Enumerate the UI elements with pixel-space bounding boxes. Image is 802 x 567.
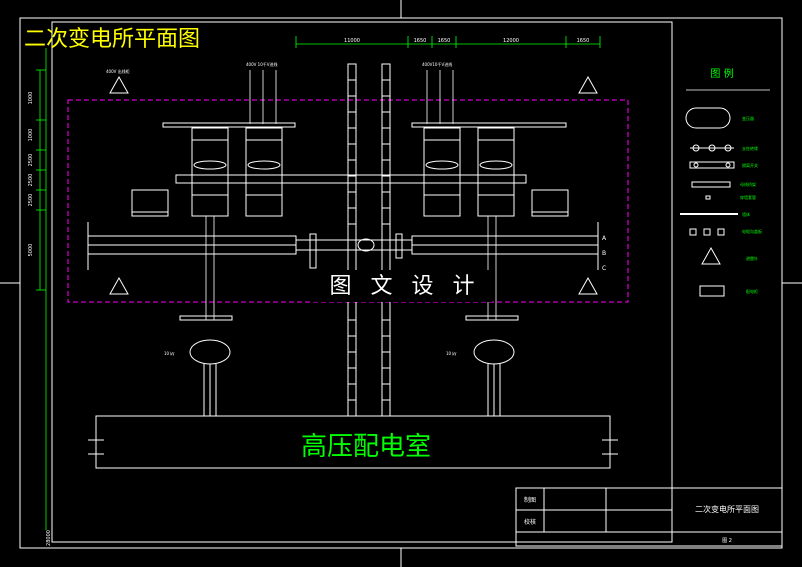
top-dim-1: 11000 [344,38,360,44]
watermark-backdrop [312,270,492,302]
title-block-sheet: 图 2 [722,538,732,544]
top-dim-2: 1650 [414,38,427,44]
line-label-3: 400V10千V进线 [422,61,452,67]
title-block [515,487,783,547]
left-dimension-chain [36,48,47,530]
rectangle-icon [699,285,725,297]
line-label-2: 400V 10千V进线 [246,61,277,67]
hv-room-label: 高压配电室 [301,432,431,462]
busbar-phase-c: C [602,265,606,272]
top-dim-3: 1650 [438,38,451,44]
squares-icon [689,228,725,236]
legend-label-5: 穿墙套管 [740,194,756,200]
busbar-icon [691,181,731,188]
legend-label-6: 墙体 [742,211,750,217]
left-dim-5: 2500 [28,194,34,207]
triangle-icon [701,246,721,265]
transformer-feeders [205,216,497,320]
line-label-1: 400V 出线柜 [106,68,130,74]
title-block-drawing-name: 二次变电所平面图 [695,504,759,514]
left-dim-4: 2500 [28,174,34,187]
triangle-icon [578,276,598,295]
left-dimension-labels: 1000 1000 2500 2500 2500 5000 28000 [28,92,52,546]
transformer-label-right: 10 ㎸ [446,351,456,356]
legend-label-1: 变压器 [742,115,754,121]
top-dimension-labels: 11000 1650 1650 12000 1650 [344,38,589,44]
equipment-bays-left [131,127,283,217]
incoming-lines [249,70,454,124]
legend: 图 例 变压器 支柱绝缘 隔离开关 母线桥架 穿墙套管 墙体 电缆沟盖板 避雷针… [680,67,770,297]
disconnector-icon [689,161,735,169]
busbar-phase-b: B [602,250,606,257]
gantry-beams [162,122,567,184]
triangle-icon [109,276,129,295]
top-dim-4: 12000 [503,38,519,44]
title-block-row-drawn: 制图 [524,496,536,504]
legend-label-4: 母线桥架 [740,181,756,187]
top-dimension-chain [295,36,601,48]
drawing-title: 二次变电所平面图 [24,27,200,52]
left-dim-1: 1000 [28,92,34,105]
legend-label-7: 电缆沟盖板 [742,228,762,234]
title-block-row-checked: 校核 [524,518,536,526]
legend-label-8: 避雷针 [746,255,758,261]
watermark-text: 图 文 设 计 [330,274,481,299]
transformer-symbol-icon [685,107,731,129]
hv-room-outline [88,415,618,469]
triangle-icon [109,75,129,94]
small-box-icon [705,195,711,200]
bottom-dim: 28000 [46,530,52,546]
top-dim-5: 1650 [577,38,590,44]
insulator-string-icon [690,144,734,152]
equipment-bays-right [423,127,569,217]
triangle-icon [578,75,598,94]
busbar-phase-a: A [602,235,607,242]
left-dim-3: 2500 [28,154,34,167]
legend-label-3: 隔离开关 [742,162,758,168]
lightning-rod-icons [109,75,598,295]
left-dim-2: 1000 [28,129,34,142]
left-dim-6: 5000 [28,244,34,257]
legend-title: 图 例 [710,67,733,80]
legend-label-9: 配电柜 [746,288,758,294]
transformers [179,315,519,416]
legend-label-2: 支柱绝缘 [742,145,758,151]
main-busbars [87,222,599,270]
transformer-label-left: 10 ㎸ [164,351,174,356]
